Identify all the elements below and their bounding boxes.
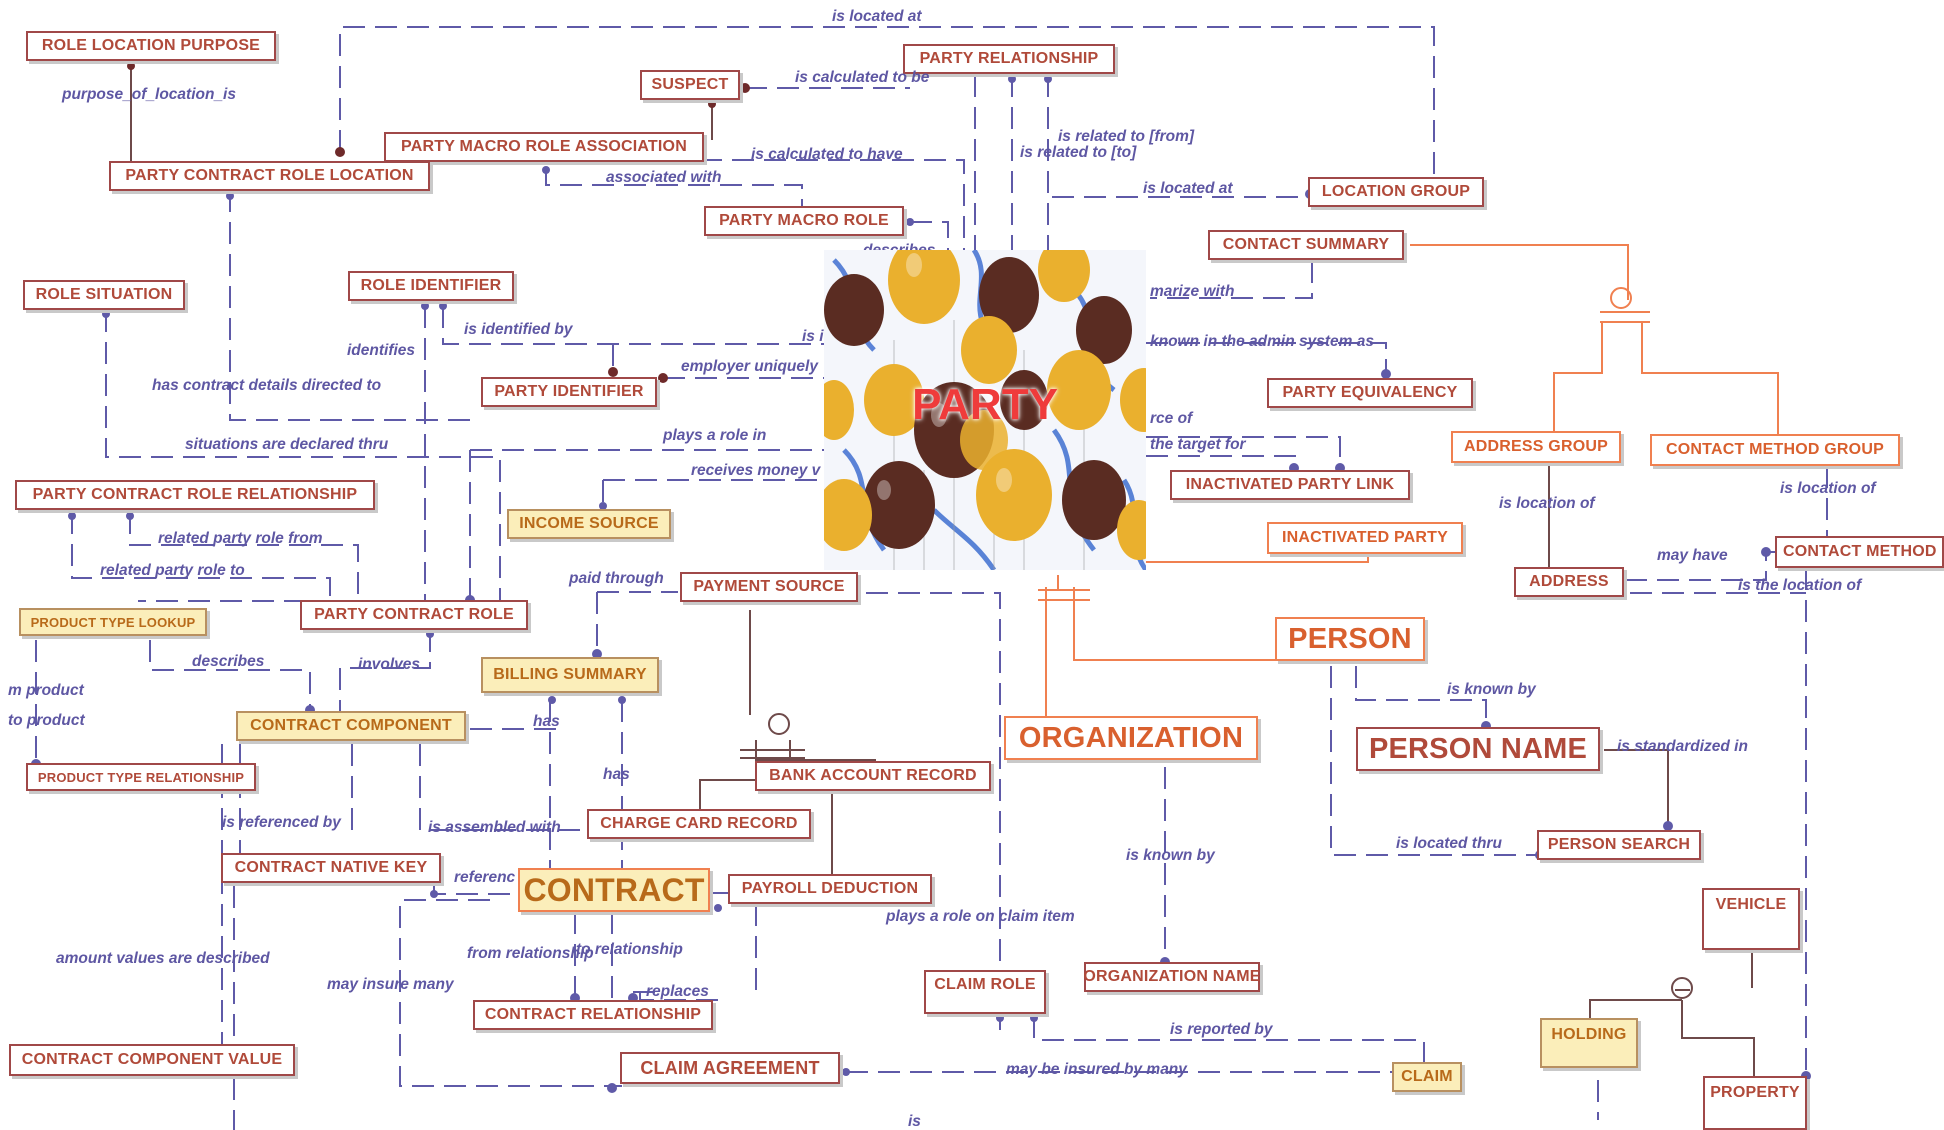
entity-party-macro-role[interactable]: PARTY MACRO ROLE bbox=[704, 206, 904, 236]
rel-amount-values: amount values are described bbox=[56, 950, 270, 967]
party-balloon-image[interactable]: PARTY bbox=[824, 250, 1146, 570]
entity-income-source[interactable]: INCOME SOURCE bbox=[507, 509, 671, 539]
entity-contact-summary[interactable]: CONTACT SUMMARY bbox=[1208, 230, 1404, 260]
rel-has: has bbox=[533, 713, 560, 730]
rel-known-in-admin: known in the admin system as bbox=[1150, 333, 1374, 350]
entity-party-macro-role-association[interactable]: PARTY MACRO ROLE ASSOCIATION bbox=[384, 132, 704, 162]
rel-m-product: m product bbox=[8, 682, 84, 699]
entity-contact-method-group[interactable]: CONTACT METHOD GROUP bbox=[1650, 434, 1900, 466]
rel-is-located-at-top: is located at bbox=[832, 8, 922, 25]
entity-property[interactable]: PROPERTY bbox=[1703, 1076, 1807, 1130]
rel-is-i: is i bbox=[802, 328, 824, 345]
rel-related-party-role-from: related party role from bbox=[158, 530, 323, 547]
entity-claim-agreement[interactable]: CLAIM AGREEMENT bbox=[620, 1052, 840, 1084]
entity-role-situation[interactable]: ROLE SITUATION bbox=[23, 280, 185, 310]
entity-contract-component-value[interactable]: CONTRACT COMPONENT VALUE bbox=[9, 1044, 295, 1076]
entity-party-contract-role-location[interactable]: PARTY CONTRACT ROLE LOCATION bbox=[109, 161, 430, 191]
rel-is-known-by: is known by bbox=[1447, 681, 1536, 698]
rel-may-insure-many: may insure many bbox=[327, 976, 454, 993]
rel-may-be-insured-by-many: may be insured by many bbox=[1006, 1061, 1187, 1078]
entity-inactivated-party[interactable]: INACTIVATED PARTY bbox=[1267, 522, 1463, 554]
entity-person-search[interactable]: PERSON SEARCH bbox=[1537, 830, 1701, 860]
entity-holding[interactable]: HOLDING bbox=[1540, 1018, 1638, 1068]
entity-organization[interactable]: ORGANIZATION bbox=[1004, 716, 1258, 760]
entity-party-contract-role-relationship[interactable]: PARTY CONTRACT ROLE RELATIONSHIP bbox=[15, 480, 375, 510]
entity-vehicle[interactable]: VEHICLE bbox=[1702, 888, 1800, 950]
entity-contact-method[interactable]: CONTACT METHOD bbox=[1775, 536, 1944, 568]
entity-payroll-deduction[interactable]: PAYROLL DEDUCTION bbox=[728, 874, 932, 904]
rel-the-target-for: the target for bbox=[1150, 436, 1246, 453]
rel-employer-uniquely: employer uniquely bbox=[681, 358, 818, 375]
entity-person[interactable]: PERSON bbox=[1275, 617, 1425, 661]
entity-party-relationship[interactable]: PARTY RELATIONSHIP bbox=[903, 44, 1115, 74]
entity-contract[interactable]: CONTRACT bbox=[518, 868, 710, 912]
rel-associated-with: associated with bbox=[606, 169, 722, 186]
entity-organization-name[interactable]: ORGANIZATION NAME bbox=[1083, 962, 1260, 992]
rel-source-of: rce of bbox=[1150, 410, 1193, 427]
rel-has-2: has bbox=[603, 766, 630, 783]
entity-location-group[interactable]: LOCATION GROUP bbox=[1308, 177, 1484, 207]
entity-bank-account-record[interactable]: BANK ACCOUNT RECORD bbox=[755, 761, 991, 791]
rel-is-location-of-2: is location of bbox=[1780, 480, 1876, 497]
rel-describes: describes bbox=[192, 653, 265, 670]
entity-role-location-purpose[interactable]: ROLE LOCATION PURPOSE bbox=[26, 31, 276, 61]
rel-replaces: replaces bbox=[646, 983, 709, 1000]
rel-paid-through: paid through bbox=[569, 570, 664, 587]
rel-is-known-by-org: is known by bbox=[1126, 847, 1215, 864]
rel-is-located-at-group: is located at bbox=[1143, 180, 1233, 197]
rel-has-contract-details: has contract details directed to bbox=[152, 377, 382, 394]
entity-address[interactable]: ADDRESS bbox=[1514, 567, 1624, 597]
rel-summarize-with: marize with bbox=[1150, 283, 1235, 300]
entity-payment-source[interactable]: PAYMENT SOURCE bbox=[680, 572, 858, 602]
rel-involves: involves bbox=[358, 656, 421, 673]
rel-is-referenced-by: is referenced by bbox=[222, 814, 341, 831]
entity-suspect[interactable]: SUSPECT bbox=[640, 70, 740, 100]
entity-party-contract-role[interactable]: PARTY CONTRACT ROLE bbox=[300, 600, 528, 630]
entity-person-name[interactable]: PERSON NAME bbox=[1356, 727, 1600, 771]
rel-is-standardized-in: is standardized in bbox=[1617, 738, 1748, 755]
rel-from-relationship: from relationship bbox=[467, 945, 594, 962]
rel-purpose-of-location-is: purpose_of_location_is bbox=[62, 86, 236, 103]
entity-claim-role[interactable]: CLAIM ROLE bbox=[924, 970, 1046, 1014]
entity-address-group[interactable]: ADDRESS GROUP bbox=[1451, 431, 1621, 463]
entity-claim[interactable]: CLAIM bbox=[1392, 1062, 1462, 1092]
rel-to-product: to product bbox=[8, 712, 85, 729]
rel-identifies: identifies bbox=[347, 342, 416, 359]
entity-role-identifier[interactable]: ROLE IDENTIFIER bbox=[348, 271, 514, 301]
rel-is-calculated-to-be: is calculated to be bbox=[795, 69, 930, 86]
rel-plays-a-role-on-claim-item: plays a role on claim item bbox=[886, 908, 1075, 925]
rel-is-related-to-from: is related to [from] bbox=[1058, 128, 1195, 145]
entity-contract-component[interactable]: CONTRACT COMPONENT bbox=[236, 711, 466, 741]
rel-is-location-of: is location of bbox=[1499, 495, 1595, 512]
entity-party-identifier[interactable]: PARTY IDENTIFIER bbox=[481, 377, 657, 407]
entity-product-type-relationship[interactable]: PRODUCT TYPE RELATIONSHIP bbox=[26, 763, 256, 791]
rel-to-relationship: to relationship bbox=[576, 941, 683, 958]
entity-charge-card-record[interactable]: CHARGE CARD RECORD bbox=[587, 809, 811, 839]
balloons-illustration bbox=[824, 250, 1146, 570]
rel-may-have: may have bbox=[1657, 547, 1728, 564]
rel-is: is bbox=[908, 1113, 921, 1130]
rel-situations-declared: situations are declared thru bbox=[185, 436, 389, 453]
entity-billing-summary[interactable]: BILLING SUMMARY bbox=[481, 657, 659, 693]
entity-party-equivalency[interactable]: PARTY EQUIVALENCY bbox=[1267, 378, 1473, 408]
rel-is-identified-by: is identified by bbox=[464, 321, 573, 338]
entity-contract-native-key[interactable]: CONTRACT NATIVE KEY bbox=[221, 853, 441, 883]
party-title: PARTY bbox=[912, 380, 1058, 429]
rel-is-the-location-of: is the location of bbox=[1738, 577, 1862, 594]
rel-related-party-role-to: related party role to bbox=[100, 562, 245, 579]
rel-plays-a-role-in: plays a role in bbox=[663, 427, 767, 444]
rel-is-assembled-with: is assembled with bbox=[428, 819, 561, 836]
rel-referenc: referenc bbox=[454, 869, 516, 886]
subtype-symbols bbox=[768, 287, 1693, 999]
rel-is-related-to-to: is related to [to] bbox=[1020, 144, 1137, 161]
rel-receives-money: receives money v bbox=[691, 462, 821, 479]
entity-product-type-lookup[interactable]: PRODUCT TYPE LOOKUP bbox=[19, 608, 207, 636]
entity-contract-relationship[interactable]: CONTRACT RELATIONSHIP bbox=[473, 1000, 713, 1030]
rel-is-located-thru: is located thru bbox=[1396, 835, 1502, 852]
rel-is-calculated-to-have: is calculated to have bbox=[751, 146, 903, 163]
entity-inactivated-party-link[interactable]: INACTIVATED PARTY LINK bbox=[1170, 470, 1410, 500]
rel-is-reported-by: is reported by bbox=[1170, 1021, 1273, 1038]
